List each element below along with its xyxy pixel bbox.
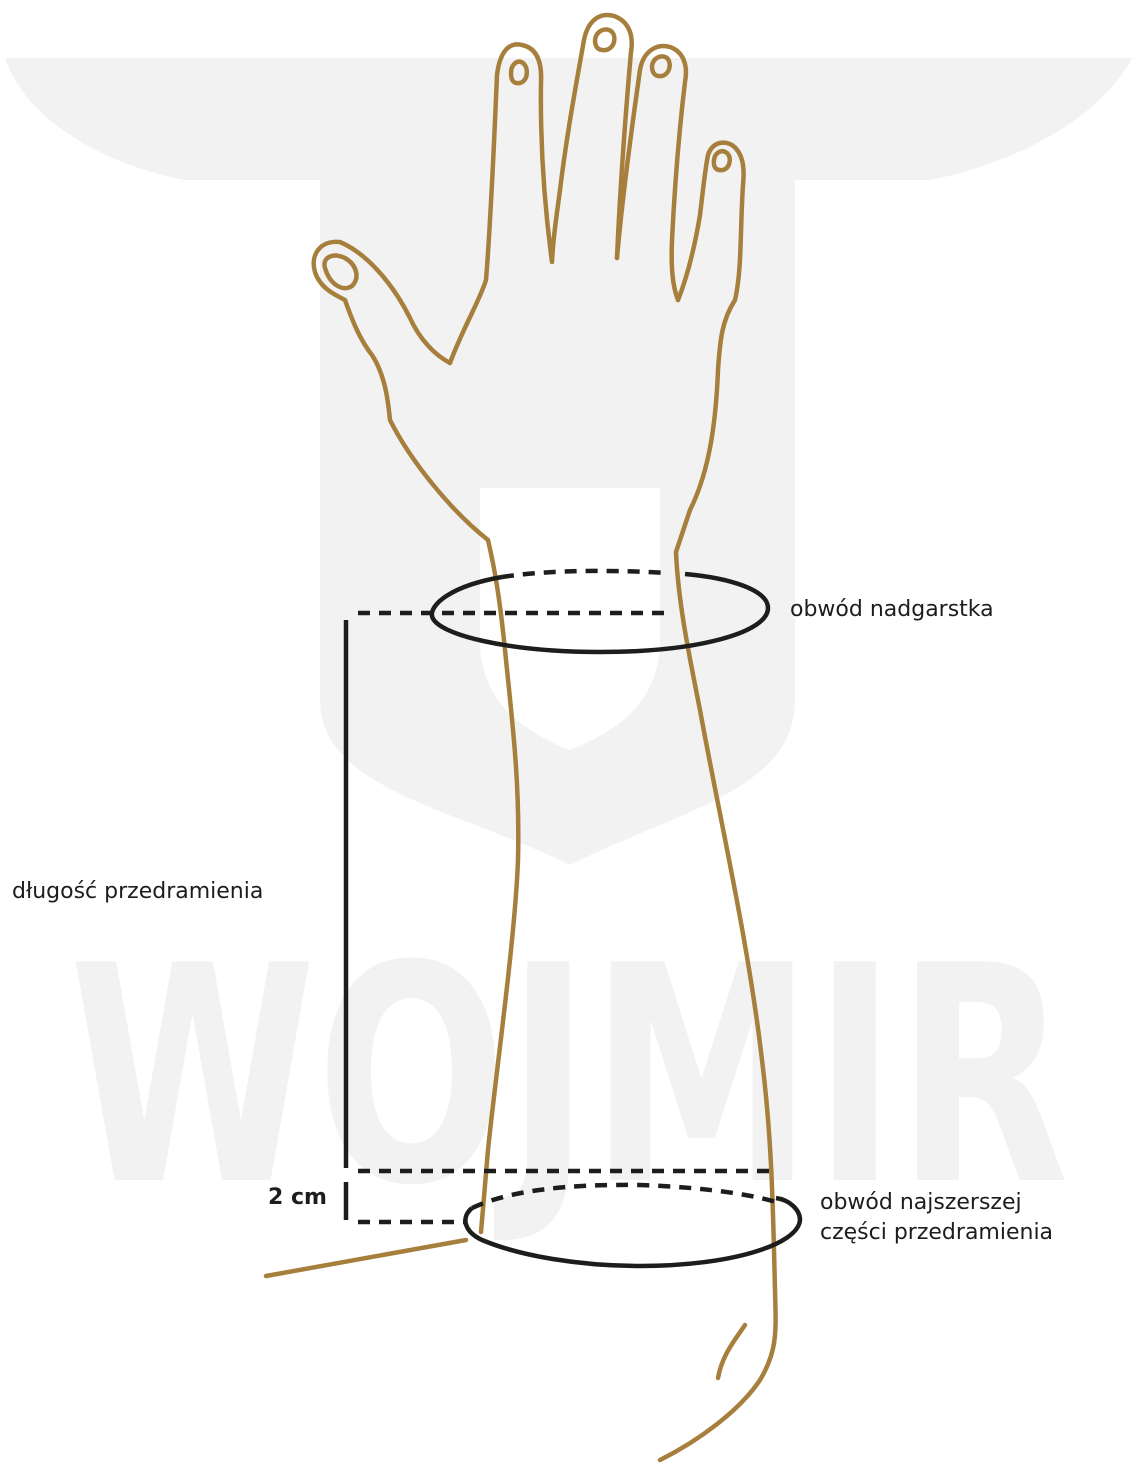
offset-label: 2 cm [268, 1183, 327, 1213]
elbow-crease [718, 1325, 745, 1378]
wrist-ellipse-back [502, 571, 668, 577]
widest-label-line2: części przedramienia [820, 1218, 1053, 1248]
middle-nail [595, 29, 614, 50]
widest-circumference-label: obwód najszerszej części przedramienia [820, 1188, 1053, 1248]
watermark-emblem-shape [5, 58, 1132, 865]
widest-label-line1: obwód najszerszej [820, 1188, 1053, 1218]
forearm-length-label: długość przedramienia [12, 877, 263, 907]
wrist-circumference-label: obwód nadgarstka [790, 595, 994, 625]
watermark-logo: WOJMIR [5, 58, 1132, 1251]
